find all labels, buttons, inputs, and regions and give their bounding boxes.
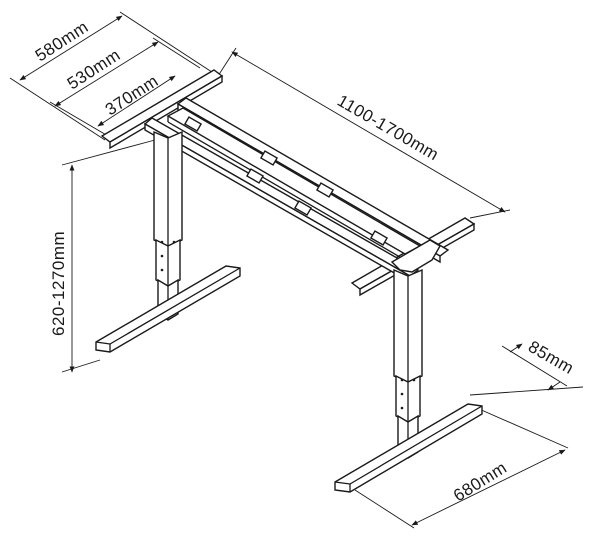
right-foot (334, 403, 483, 493)
left-leg (95, 130, 241, 353)
label-foot-width: 85mm (525, 337, 577, 378)
label-height: 620-1270mm (49, 231, 68, 336)
right-leg (334, 268, 483, 493)
back-beam (176, 97, 450, 257)
dimension-foot-width: 85mm (469, 337, 584, 396)
dimension-height: 620-1270mm (49, 139, 156, 373)
label-length: 1100-1700mm (334, 91, 442, 164)
motor-housing (390, 239, 441, 273)
front-beam (143, 117, 420, 277)
label-580: 580mm (32, 17, 92, 65)
top-frame (100, 69, 476, 297)
